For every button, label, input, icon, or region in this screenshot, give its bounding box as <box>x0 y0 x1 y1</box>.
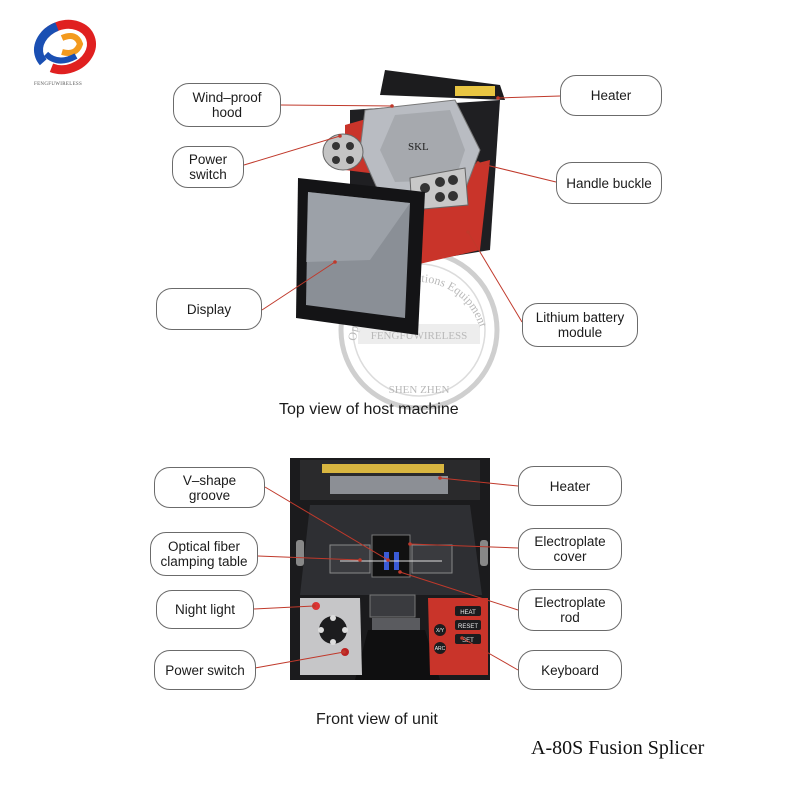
key-arc: ARC <box>435 646 446 652</box>
label-keyboard: Keyboard <box>518 650 622 690</box>
label-heater-front: Heater <box>518 466 622 506</box>
label-electroplate-rod: Electroplate rod <box>518 589 622 631</box>
brand-name: FENGFUWIRELESS <box>34 82 83 87</box>
label-power-switch-top: Power switch <box>172 146 244 188</box>
electroplate-cover-block <box>371 534 411 578</box>
brand-logo: FENGFUWIRELESS <box>30 12 105 92</box>
key-xy: X/Y <box>436 628 445 634</box>
heater-label-strip <box>455 86 495 96</box>
label-night-light: Night light <box>156 590 254 629</box>
device-marking: SKL <box>408 141 429 153</box>
label-lithium-battery: Lithium battery module <box>522 303 638 347</box>
fiber-clamp-left <box>329 544 371 574</box>
swirl-logo-icon <box>34 19 96 75</box>
heater-chamber <box>330 476 448 494</box>
label-fiber-clamp: Optical fiber clamping table <box>150 532 258 576</box>
key-reset: RESET <box>458 624 478 630</box>
heater-warning-strip <box>322 464 444 473</box>
front-stand <box>355 630 440 680</box>
top-view-caption: Top view of host machine <box>279 401 459 418</box>
fiber-clamp-right <box>411 544 453 574</box>
electroplate-rod-block <box>369 594 416 618</box>
label-display: Display <box>156 288 262 330</box>
left-joystick <box>319 616 347 644</box>
product-title: A-80S Fusion Splicer <box>531 737 705 759</box>
label-heater-top: Heater <box>560 75 662 116</box>
label-v-shape-groove: V–shape groove <box>154 467 265 508</box>
key-heat: HEAT <box>460 610 476 616</box>
key-set: SET <box>462 638 474 644</box>
label-power-switch-front: Power switch <box>154 650 256 690</box>
power-switch-button <box>341 648 349 656</box>
label-wind-proof-hood: Wind–proof hood <box>173 83 281 127</box>
label-electroplate-cover: Electroplate cover <box>518 528 622 570</box>
front-view-caption: Front view of unit <box>316 711 438 728</box>
label-handle-buckle: Handle buckle <box>556 162 662 204</box>
